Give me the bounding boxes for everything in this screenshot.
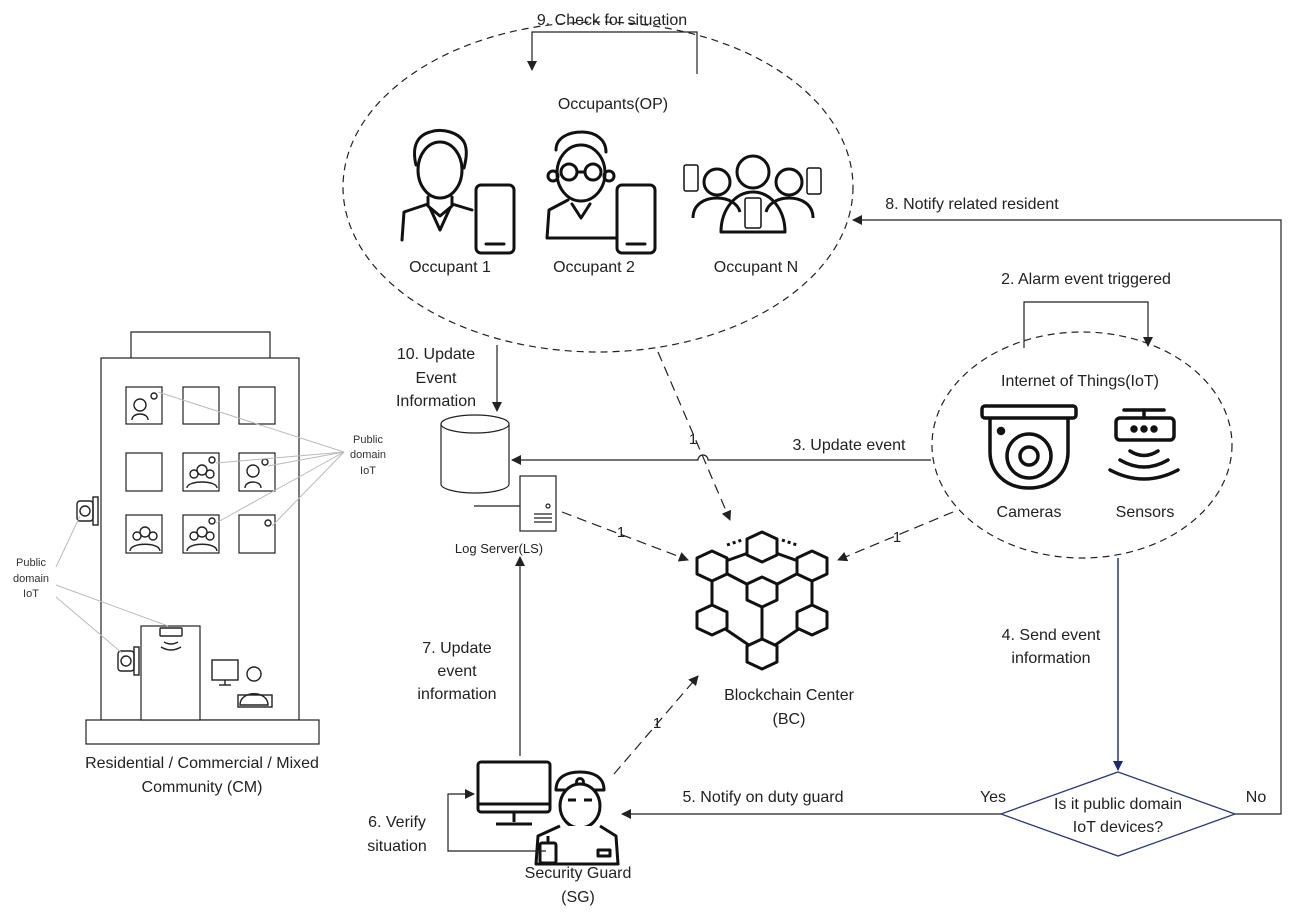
security-guard-icon [534,770,620,866]
community-label-2: Community (CM) [142,779,263,796]
occupant-n-label: Occupant N [714,259,798,276]
public-iot-left-1: Public [16,557,46,569]
public-iot-left-2: domain [13,573,49,585]
public-iot-left-3: IoT [23,588,39,600]
building-icon [85,331,320,745]
dashed-sg-to-bc [613,675,699,775]
loop-check-situation [527,31,698,74]
dashed-op-to-bc [657,351,732,521]
step-9-label: 9. Check for situation [537,12,687,29]
step-10-line2: Event [416,370,457,387]
guard-label-2: (SG) [561,889,595,906]
step-2-label: 2. Alarm event triggered [1001,271,1171,288]
occupant-group-icon [683,154,822,234]
iot-ellipse [931,331,1233,559]
camera-icon [980,404,1078,490]
occupant-1-icon [400,128,516,255]
occupants-title: Occupants(OP) [558,96,668,113]
decision-no: No [1246,789,1267,806]
guard-label-1: Security Guard [525,865,632,882]
blockchain-icon [695,530,829,671]
step-10-line1: 10. Update [397,346,475,363]
server-icon [474,475,557,532]
mark-ls-bc: 1 [617,524,625,541]
iot-title: Internet of Things(IoT) [1001,373,1159,390]
cameras-label: Cameras [997,504,1062,521]
decision-yes: Yes [980,789,1006,806]
step-7-line1: 7. Update [422,640,491,657]
occupant-1-label: Occupant 1 [409,259,491,276]
mark-op-bc: 1 [689,431,697,448]
log-server-label: Log Server(LS) [455,541,543,556]
decision-diamond [999,771,1237,857]
step-6-line2: situation [367,838,427,855]
occupant-2-icon [545,130,657,255]
loop-alarm-triggered [1023,301,1153,348]
occupant-2-label: Occupant 2 [553,259,635,276]
building-window-details [76,392,273,708]
blockchain-label-2: (BC) [773,711,806,728]
step-4-line2: information [1011,650,1090,667]
dashed-ls-to-bc [561,511,689,562]
step-8-label: 8. Notify related resident [885,196,1059,213]
arrow-update-event [511,454,931,465]
step-6-line1: 6. Verify [368,814,426,831]
decision-line1: Is it public domain [1054,796,1182,813]
database-icon [440,414,510,494]
public-iot-right-2: domain [350,449,386,461]
dashed-iot-to-bc [837,511,954,562]
sensor-icon [1108,408,1180,481]
public-iot-right-1: Public [353,434,383,446]
arrow-notify-resident [852,215,1282,815]
step-4-line1: 4. Send event [1002,627,1101,644]
public-iot-right-3: IoT [360,465,376,477]
loop-verify-situation [447,789,546,852]
decision-line2: IoT devices? [1073,819,1164,836]
mark-iot-bc: 1 [893,529,901,546]
step-3-label: 3. Update event [793,437,907,454]
mark-sg-bc: 1 [653,715,661,732]
step-10-line3: Information [396,393,476,410]
step-5-label: 5. Notify on duty guard [683,789,844,806]
sensors-label: Sensors [1116,504,1175,521]
occupants-ellipse [342,21,854,353]
blockchain-label-1: Blockchain Center [724,687,855,704]
monitor-icon [476,760,552,826]
building-iot-links [55,391,345,654]
step-7-line2: event [437,663,477,680]
step-7-line3: information [417,686,496,703]
community-label-1: Residential / Commercial / Mixed [85,755,319,772]
